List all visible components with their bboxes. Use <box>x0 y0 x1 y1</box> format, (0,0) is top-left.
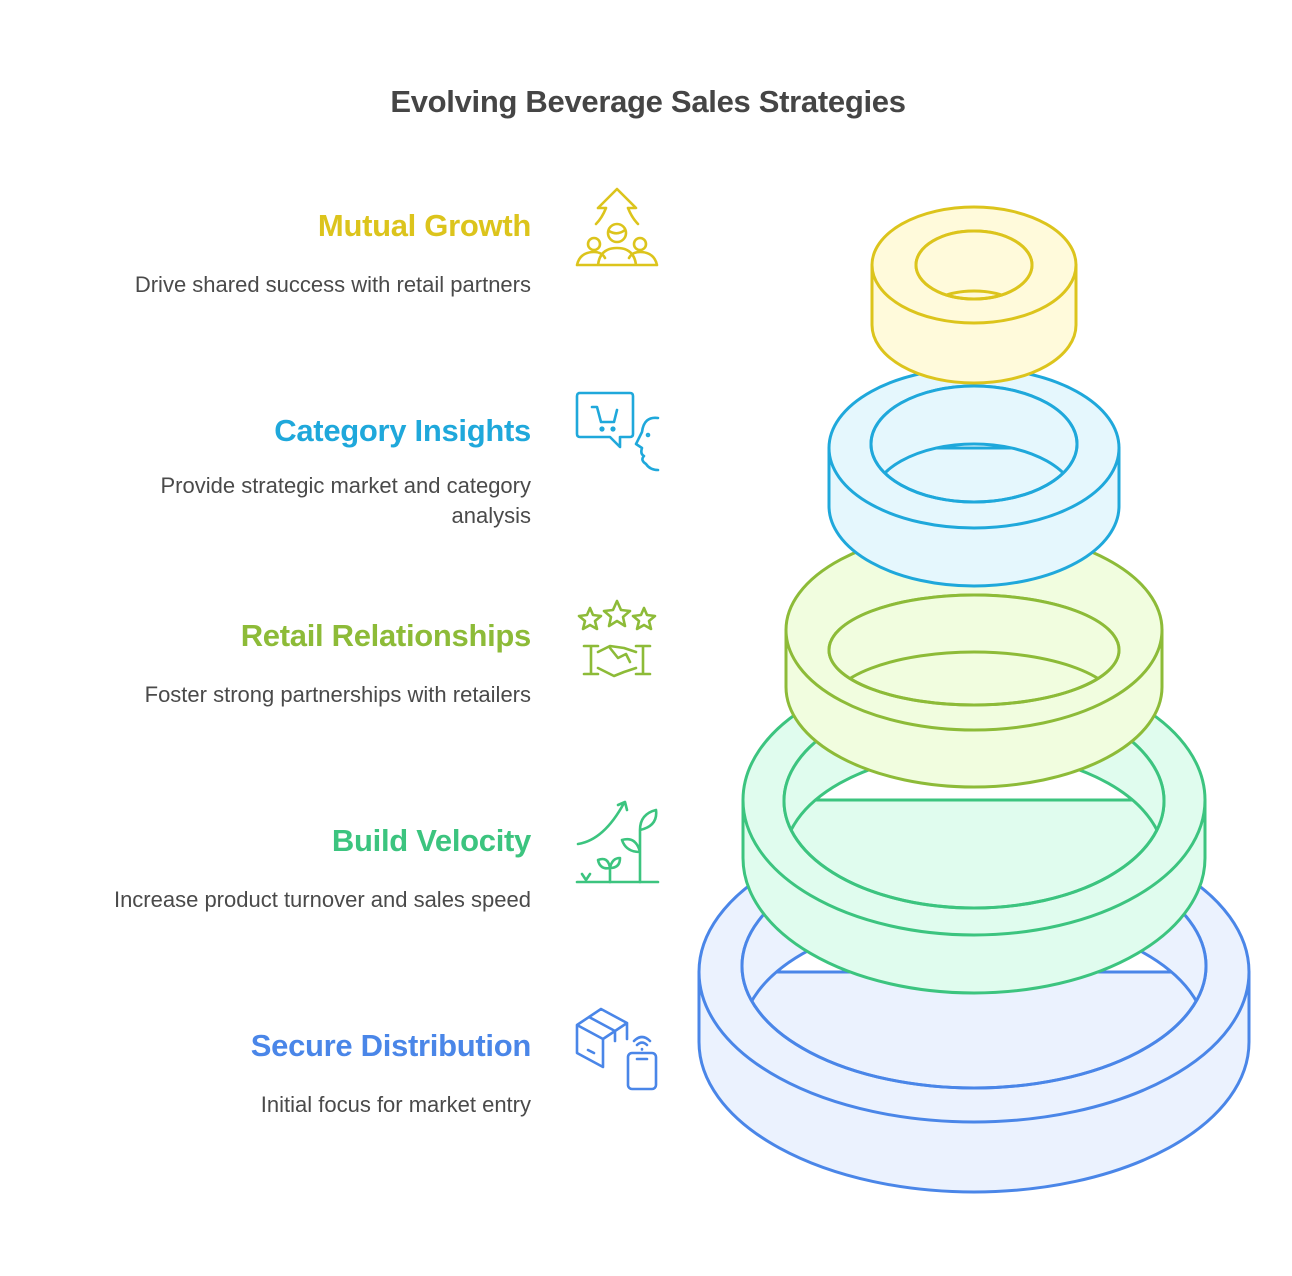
growth-plant-icon <box>575 800 660 884</box>
step-category-insights: Category Insights Provide strategic mark… <box>11 413 531 531</box>
ring-inner-edge <box>871 442 1077 502</box>
ring-mutual-growth <box>870 205 1078 385</box>
step-description: Drive shared success with retail partner… <box>134 272 531 297</box>
ring-inner-edge <box>829 650 1119 705</box>
step-description: Foster strong partnerships with retailer… <box>144 682 531 707</box>
diagram-title: Evolving Beverage Sales Strategies <box>390 84 906 119</box>
ring-inner-wall <box>916 231 1032 299</box>
ring-inner-wall <box>829 595 1119 705</box>
step-retail-relationships: Retail Relationships Foster strong partn… <box>11 618 532 710</box>
ring-category-insights <box>827 366 1121 588</box>
step-title: Category Insights <box>274 413 531 448</box>
step-title: Mutual Growth <box>317 208 531 243</box>
step-description: Increase product turnover and sales spee… <box>113 887 531 912</box>
ring-side <box>697 970 1251 1194</box>
ring-retail-relationships <box>784 528 1164 789</box>
step-title: Build Velocity <box>331 823 531 858</box>
step-description: Initial focus for market entry <box>260 1092 531 1117</box>
ring-hole-edge <box>827 593 1121 707</box>
ring-hole-edge <box>869 384 1079 504</box>
growth-people-icon <box>575 187 659 267</box>
ring-side <box>741 798 1207 995</box>
step-description: Provide strategic market and category an… <box>160 473 531 528</box>
ring-inner-wall <box>871 386 1077 502</box>
step-title: Retail Relationships <box>240 618 532 653</box>
step-secure-distribution: Secure Distribution Initial focus for ma… <box>11 1028 532 1120</box>
ring-hole-edge <box>914 229 1034 301</box>
step-mutual-growth: Mutual Growth Drive shared success with … <box>11 208 531 300</box>
stars-handshake-icon <box>577 599 657 678</box>
package-mobile-icon <box>575 1007 658 1091</box>
step-build-velocity: Build Velocity Increase product turnover… <box>11 823 531 915</box>
shopping-insight-icon <box>575 391 660 472</box>
step-title: Secure Distribution <box>250 1028 532 1063</box>
